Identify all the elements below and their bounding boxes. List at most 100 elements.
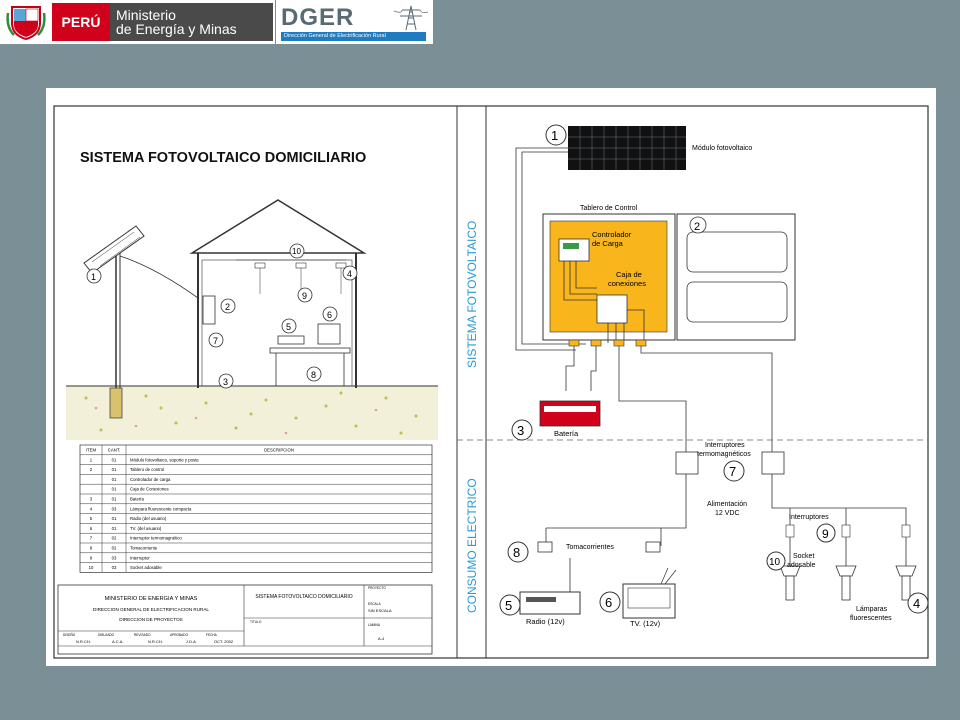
table-cell-desc: Módulo fotovoltaico, soporte y poste [130, 457, 199, 462]
table-cell-item: 4 [90, 506, 93, 511]
table-cell-qty: 02 [112, 546, 117, 551]
date-value: OCT. 2002 [214, 639, 234, 644]
table-cell-item: 2 [90, 467, 93, 472]
socket-line1: Socket [793, 553, 814, 560]
table-cell-desc: Batería [130, 497, 144, 502]
module-label: Módulo fotovoltaico [692, 145, 752, 152]
charge-controller [558, 238, 590, 262]
callout-2: 2 [694, 221, 700, 233]
board-door [676, 213, 796, 341]
hdr-aprobado: APROBADO [170, 633, 189, 637]
table-header-desc: DESCRIPCION [264, 448, 294, 453]
side-label-proyecto: PROYECTO [368, 586, 386, 590]
table-cell-desc: Radio (del usuario) [130, 516, 167, 521]
table-header-qty: CANT. [108, 448, 120, 453]
house-label-3: 3 [223, 377, 228, 387]
table-cell-qty: 01 [112, 516, 117, 521]
table-cell-desc: Tablero de control [130, 467, 164, 472]
schematic: 1 Módulo fotovoltaico Tablero de Control… [499, 124, 929, 628]
board-label: Tablero de Control [580, 205, 638, 212]
side-label-escala: ESCALA [368, 602, 381, 606]
callout-4: 4 [913, 596, 920, 611]
callout-10: 10 [769, 557, 781, 568]
controller-line1: Controlador [592, 230, 632, 239]
title-block: MINISTERIO DE ENERGIA Y MINAS DIRECCION … [57, 584, 433, 655]
house-label-2: 2 [225, 302, 230, 312]
switches-label: Interruptores [789, 514, 829, 521]
breaker-right [761, 451, 785, 475]
org-line2: DIRECCION GENERAL DE ELECTRIFICACION RUR… [93, 607, 209, 612]
outlet-right [645, 541, 661, 553]
val-dibujado: A.C.A. [112, 639, 124, 644]
sheet-value: A-4 [378, 636, 385, 641]
ministry-line1: Ministerio [116, 7, 176, 23]
diagram-panel: SISTEMA FOTOVOLTAICO DOMICILIARIO SISTEM… [46, 88, 936, 666]
battery-label: Batería [554, 429, 579, 438]
drawing-title: SISTEMA FOTOVOLTAICO DOMICILIARIO [255, 594, 352, 600]
callout-3: 3 [517, 423, 524, 438]
table-cell-item: 3 [90, 497, 93, 502]
junction-box [596, 294, 628, 324]
callout-7: 7 [729, 464, 736, 479]
table-cell-qty: 01 [112, 477, 117, 482]
breakers-line2: termomagnéticos [697, 451, 751, 458]
house-illustration: 1 2 7 3 10 9 4 [66, 199, 438, 440]
power-line2: 12 VDC [715, 510, 740, 517]
power-line1: Alimentación [707, 501, 747, 508]
table-cell-qty: 03 [112, 565, 117, 570]
table-cell-desc: Caja de Conexiones [130, 487, 169, 492]
table-cell-desc: TV. (del usuario) [130, 526, 162, 531]
table-cell-qty: 03 [112, 506, 117, 511]
table-cell-item: 9 [90, 555, 93, 560]
table-cell-desc: Interruptor [130, 555, 150, 560]
header-bar: PERÚ Ministerio de Energía y Minas DGER … [0, 0, 960, 46]
table-border [79, 444, 433, 573]
table-cell-qty: 01 [112, 526, 117, 531]
junction-line1: Caja de [616, 270, 642, 279]
house-label-4: 4 [347, 269, 352, 279]
table-cell-desc: Tomacorriente [130, 546, 158, 551]
table-cell-item: 8 [90, 546, 93, 551]
table-cell-item: 7 [90, 536, 93, 541]
house-label-1: 1 [91, 272, 96, 282]
radio [519, 591, 581, 615]
val-aprobado: J.D.A. [186, 639, 197, 644]
table-cell-qty: 02 [112, 536, 117, 541]
hdr-fecha: FECHA [206, 633, 218, 637]
power-tower-icon [394, 5, 428, 31]
house-label-8: 8 [311, 370, 316, 380]
table-cell-qty: 01 [112, 457, 117, 462]
house-label-7: 7 [213, 336, 218, 346]
lamps-line1: Lámparas [856, 606, 888, 613]
junction-line2: conexiones [608, 279, 646, 288]
callout-5: 5 [505, 598, 512, 613]
section-top-label: SISTEMA FOTOVOLTAICO [465, 221, 479, 368]
breaker-left [675, 451, 699, 475]
ministry-line2: de Energía y Minas [116, 21, 237, 37]
val-diseno: N.R.CH. [76, 639, 91, 644]
table-cell-item: 1 [90, 457, 93, 462]
breakers-line1: Interruptores [705, 442, 745, 449]
org-line1: MINISTERIO DE ENERGIA Y MINAS [105, 596, 198, 602]
ministry-name: Ministerio de Energía y Minas [110, 3, 273, 41]
dger-logo: DGER Dirección General de Electrificació… [276, 0, 433, 44]
section-bottom-label: CONSUMO ELECTRICO [465, 478, 479, 613]
diagram-canvas: SISTEMA FOTOVOLTAICO DOMICILIARIO SISTEM… [53, 105, 929, 659]
table-cell-desc: Lámpara fluorescente compacta [130, 506, 192, 511]
radio-label: Radio (12v) [526, 617, 565, 626]
outlets-label: Tomacorrientes [566, 544, 614, 551]
scale-value: SIN ESCALA [368, 608, 392, 613]
hdr-diseno: DISEÑO [63, 632, 76, 637]
drawing-frame [53, 105, 929, 659]
socket-line2: adosable [787, 562, 816, 569]
table-cell-qty: 03 [112, 555, 117, 560]
house-label-10: 10 [292, 247, 301, 256]
side-label-titulo: TITULO [250, 620, 262, 624]
val-revisado: N.R.CH. [148, 639, 163, 644]
battery [539, 400, 601, 427]
table-cell-qty: 01 [112, 467, 117, 472]
lamps-line2: fluorescentes [850, 615, 892, 622]
table-cell-desc: Socket adosable [130, 565, 162, 570]
dger-subtitle: Dirección General de Electrificación Rur… [281, 32, 426, 41]
callout-8: 8 [513, 545, 520, 560]
